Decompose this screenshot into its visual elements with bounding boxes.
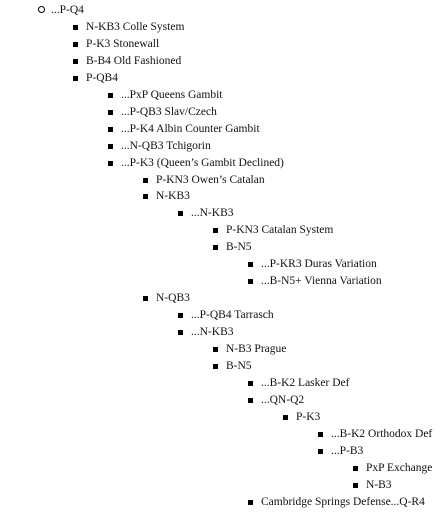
tree-node-label: N-KB3 bbox=[156, 190, 190, 203]
square-bullet-icon bbox=[143, 177, 148, 183]
tree-node-label: P-K3 bbox=[296, 410, 321, 423]
tree-node-label: ...B-K2 Orthodox Def bbox=[331, 427, 433, 440]
tree-node-label: P-K3 Stonewall bbox=[86, 37, 160, 50]
square-bullet-icon bbox=[73, 58, 78, 64]
square-bullet-icon bbox=[318, 448, 323, 454]
square-bullet-icon bbox=[178, 313, 183, 319]
square-bullet-icon bbox=[108, 92, 113, 98]
square-bullet-icon bbox=[178, 211, 183, 217]
square-bullet-icon bbox=[143, 194, 148, 200]
square-bullet-icon bbox=[213, 363, 218, 369]
tree-node-label: N-KB3 Colle System bbox=[86, 20, 185, 33]
tree-node-label: ...B-N5+ Vienna Variation bbox=[261, 275, 382, 288]
square-bullet-icon bbox=[108, 160, 113, 166]
tree-node-label: P-KN3 Owen’s Catalan bbox=[156, 173, 265, 186]
tree-node-label: P-QB4 bbox=[86, 71, 118, 84]
tree-node-label: P-KN3 Catalan System bbox=[226, 224, 334, 237]
tree-node-label: ...P-KR3 Duras Variation bbox=[261, 258, 377, 271]
square-bullet-icon bbox=[213, 228, 218, 234]
square-bullet-icon bbox=[248, 397, 253, 403]
tree-node-label: PxP Exchange bbox=[366, 461, 433, 474]
square-bullet-icon bbox=[108, 126, 113, 132]
tree-node-label: ...N-QB3 Tchigorin bbox=[121, 139, 211, 152]
tree-node-label: ...P-K3 (Queen’s Gambit Declined) bbox=[121, 156, 284, 169]
tree-node-label: ...QN-Q2 bbox=[261, 393, 305, 406]
tree-node-label: ...P-B3 bbox=[331, 444, 364, 457]
square-bullet-icon bbox=[318, 431, 323, 437]
square-bullet-icon bbox=[248, 499, 253, 505]
square-bullet-icon bbox=[353, 482, 358, 488]
square-bullet-icon bbox=[248, 380, 253, 386]
square-bullet-icon bbox=[213, 347, 218, 352]
tree-node-label: ...B-K2 Lasker Def bbox=[261, 376, 350, 389]
tree-node-label: B-B4 Old Fashioned bbox=[86, 54, 182, 67]
tree-node-label: ...P-QB3 Slav/Czech bbox=[121, 105, 217, 118]
tree-node-label: Cambridge Springs Defense...Q-R4 bbox=[261, 495, 425, 508]
tree-node-label: ...PxP Queens Gambit bbox=[121, 88, 223, 101]
square-bullet-icon bbox=[248, 279, 253, 285]
square-bullet-icon bbox=[143, 296, 148, 302]
tree-node-label: ...N-KB3 bbox=[191, 326, 234, 339]
tree-node-label: N-QB3 bbox=[156, 292, 190, 305]
tree-node-label: B-N5 bbox=[226, 359, 252, 372]
tree-node-label: N-B3 bbox=[366, 478, 392, 491]
square-bullet-icon bbox=[248, 262, 253, 268]
tree-node-label: ...N-KB3 bbox=[191, 207, 234, 220]
tree-node-label: N-B3 Prague bbox=[226, 343, 287, 355]
tree-node-label: B-N5 bbox=[226, 241, 252, 254]
square-bullet-icon bbox=[73, 41, 78, 47]
square-bullet-icon bbox=[73, 24, 78, 30]
tree-node-label: ...P-QB4 Tarrasch bbox=[191, 309, 274, 322]
square-bullet-icon bbox=[213, 245, 218, 251]
square-bullet-icon bbox=[178, 330, 183, 336]
tree-node-label: ...P-K4 Albin Counter Gambit bbox=[121, 122, 260, 135]
square-bullet-icon bbox=[108, 143, 113, 149]
square-bullet-icon bbox=[283, 414, 288, 420]
square-bullet-icon bbox=[353, 465, 358, 471]
square-bullet-icon bbox=[108, 109, 113, 115]
square-bullet-icon bbox=[73, 75, 78, 81]
circle-bullet-icon bbox=[38, 6, 45, 13]
tree-node-label: ...P-Q4 bbox=[51, 4, 84, 16]
